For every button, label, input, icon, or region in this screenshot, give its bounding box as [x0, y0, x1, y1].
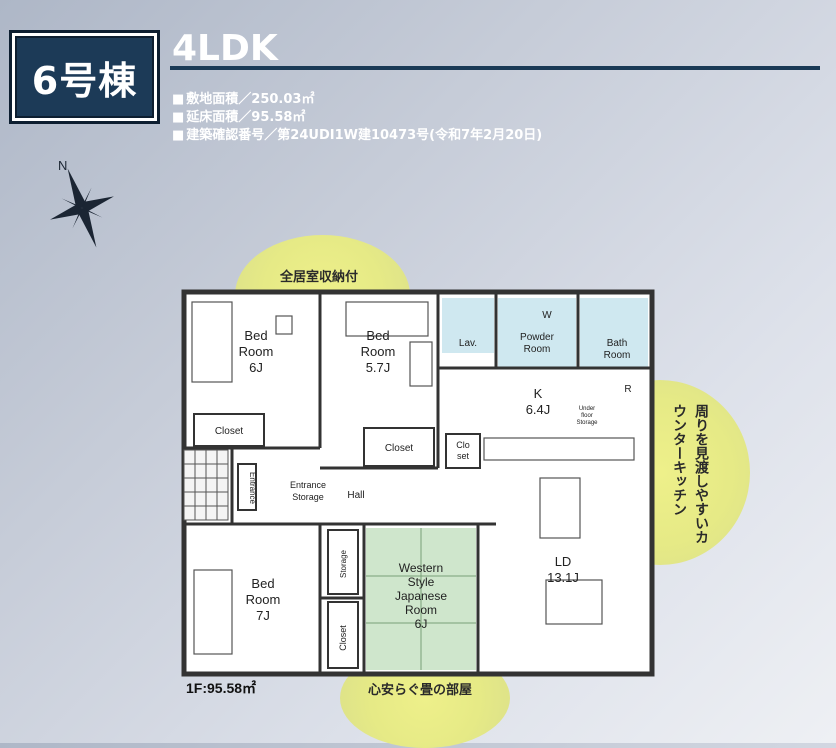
- bedroom-3-label-line-1: Bed: [251, 576, 274, 591]
- bedroom-2-size: 5.7J: [366, 360, 391, 375]
- building-number: 6号棟: [31, 58, 138, 103]
- closet-2-box: [363, 427, 435, 467]
- building-number-badge: 6号棟: [9, 30, 160, 124]
- floor-plan: Bed Room 6J Bed Room 5.7J Lav. Powder Ro…: [181, 289, 655, 677]
- entrance-storage-box: [237, 463, 257, 511]
- kitchen-closet-label-line-1: Clo: [456, 440, 470, 450]
- compass-rose-icon: N: [50, 158, 114, 248]
- storage-callout-text: 全居室収納付: [280, 270, 359, 285]
- bedroom-2-label-line-2: Room: [361, 344, 396, 359]
- western-room-line-4: Room: [405, 603, 437, 617]
- powder-room-floor: [498, 298, 576, 368]
- floor-area-spec: 延床面積／95.58㎡: [172, 106, 305, 125]
- closet-1-box: [193, 413, 265, 447]
- bedroom-1-label-line-1: Bed: [244, 328, 267, 343]
- washer-label: W: [542, 310, 552, 321]
- powder-room-label-line-1: Powder: [520, 332, 555, 343]
- fridge-label: R: [624, 384, 631, 395]
- floor-area-label: 1F:95.58㎡: [186, 680, 257, 696]
- entrance-label: Entrance: [248, 472, 257, 505]
- bedroom-1-size: 6J: [249, 360, 263, 375]
- storage-label: Storage: [339, 549, 348, 578]
- western-room-line-1: Western: [399, 561, 443, 575]
- kitchen-closet-box: [445, 433, 481, 469]
- lav-label: Lav.: [459, 338, 477, 349]
- bedroom-1-label-line-2: Room: [239, 344, 274, 359]
- layout-type-title: 4LDK: [172, 28, 278, 69]
- western-room-size: 6J: [415, 617, 428, 631]
- site-area-spec: 敷地面積／250.03㎡: [172, 88, 314, 107]
- closet-2-label: Closet: [385, 443, 414, 454]
- entrance-storage-label-line-1: Entrance: [290, 480, 326, 490]
- closet-3-box: [327, 601, 359, 669]
- tatami-room-floor: [366, 528, 476, 670]
- western-room-line-3: Japanese: [395, 589, 447, 603]
- kitchen-callout-text: 周りを見渡しやすいカウンターキッチン: [671, 404, 709, 544]
- tatami-callout-text: 心安らぐ畳の部屋: [368, 683, 473, 698]
- under-floor-storage-line-1: Under: [579, 406, 595, 412]
- storage-box: [327, 529, 359, 595]
- bedroom-3-size: 7J: [256, 608, 270, 623]
- kitchen-size: 6.4J: [526, 402, 551, 417]
- lav-floor: [442, 298, 494, 353]
- bath-room-floor: [580, 298, 648, 368]
- ld-label: LD: [555, 554, 572, 569]
- entrance-tiles: [183, 449, 229, 521]
- hall-label: Hall: [347, 490, 364, 501]
- closet-1-label: Closet: [215, 426, 244, 437]
- bedroom-2-label-line-1: Bed: [366, 328, 389, 343]
- furniture: [191, 301, 635, 655]
- bedroom-3-label-line-2: Room: [246, 592, 281, 607]
- north-label: N: [58, 158, 67, 173]
- entrance-storage-label-line-2: Storage: [292, 492, 324, 502]
- bath-room-label-line-2: Room: [604, 350, 631, 361]
- building-permit-spec: 建築確認番号／第24UDI1W建10473号(令和7年2月20日): [172, 124, 542, 143]
- title-underline: [170, 66, 820, 70]
- kitchen-closet-label-line-2: set: [457, 451, 470, 461]
- interior-walls: [184, 292, 652, 674]
- under-floor-storage-line-3: Storage: [576, 420, 598, 426]
- under-floor-storage-line-2: floor: [581, 413, 593, 419]
- kitchen-label: K: [534, 386, 543, 401]
- bath-room-label-line-1: Bath: [607, 338, 628, 349]
- powder-room-label-line-2: Room: [524, 344, 551, 355]
- ld-size: 13.1J: [547, 570, 579, 585]
- closet-3-label: Closet: [338, 625, 348, 651]
- western-room-line-2: Style: [408, 575, 435, 589]
